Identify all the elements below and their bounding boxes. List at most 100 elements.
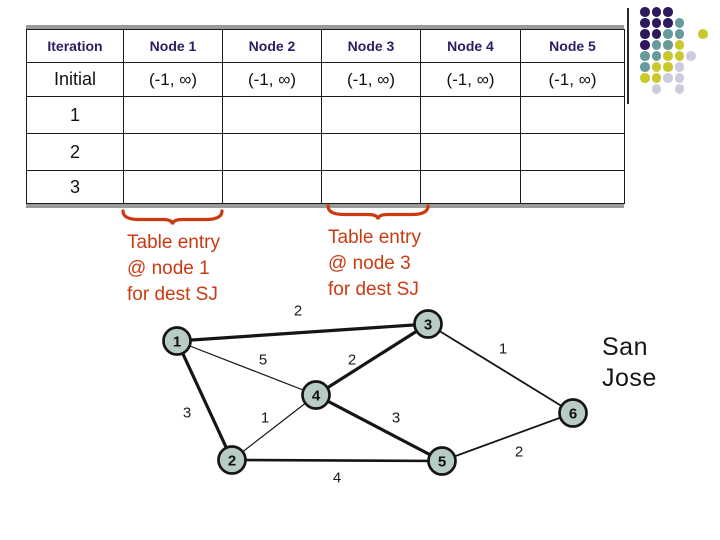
graph-node-4 — [301, 380, 331, 410]
row-label: 2 — [26, 133, 124, 171]
edge-weight-label: 2 — [294, 303, 302, 320]
column-header-node-3: Node 3 — [321, 29, 421, 63]
graph-edge-2-4 — [231, 394, 317, 461]
table-cell — [222, 170, 322, 204]
column-header-node-2: Node 2 — [222, 29, 322, 63]
deco-dot — [663, 7, 673, 17]
deco-dot — [640, 7, 650, 17]
edge-weight-label: 1 — [499, 341, 507, 358]
graph-node-3 — [413, 309, 443, 339]
callout-line: Table entry — [127, 232, 220, 253]
deco-dot — [651, 84, 662, 94]
node-label: 3 — [424, 317, 432, 334]
deco-dot — [674, 18, 685, 28]
node-label: 4 — [312, 388, 321, 405]
table-cell: (-1, ∞) — [222, 62, 322, 97]
callout-node1: Table entry @ node 1 for dest SJ — [127, 230, 220, 308]
edge-weight-label: 5 — [259, 352, 267, 369]
deco-dot — [698, 29, 708, 39]
graph-edge-1-4 — [176, 340, 317, 396]
deco-dot — [663, 29, 673, 39]
deco-dot — [663, 18, 673, 28]
table-cell: (-1, ∞) — [520, 62, 625, 97]
deco-dot — [640, 18, 650, 28]
graph-edge-2-5 — [231, 458, 443, 463]
table-cell — [520, 96, 625, 134]
callout-node3: Table entry @ node 3 for dest SJ — [328, 225, 421, 303]
deco-dot — [640, 51, 650, 61]
deco-dot — [663, 62, 673, 72]
table-row: 2 — [26, 133, 625, 171]
edge-weight-label: 4 — [333, 470, 341, 487]
deco-dot — [674, 40, 685, 50]
deco-dot — [640, 40, 650, 50]
table-cell — [123, 170, 223, 204]
curly-brace-node3-icon — [326, 204, 430, 220]
edge-weight-label: 3 — [183, 405, 191, 422]
callout-line: for dest SJ — [127, 284, 218, 305]
table-top-shadow — [26, 25, 624, 29]
deco-dot — [651, 73, 662, 83]
graph-node-2 — [217, 445, 247, 475]
template-accent-line — [627, 8, 629, 104]
deco-dot — [674, 51, 685, 61]
deco-dot — [651, 51, 662, 61]
callout-line: @ node 3 — [328, 253, 411, 274]
table-bottom-shadow — [26, 204, 624, 208]
node-label: 1 — [173, 334, 181, 351]
edge-weight-label: 1 — [261, 410, 269, 427]
deco-dot — [651, 18, 662, 28]
graph-edge-5-6 — [441, 412, 574, 462]
node-label: 5 — [438, 454, 446, 471]
callout-line: for dest SJ — [328, 279, 419, 300]
graph-node-6 — [558, 398, 588, 428]
table-cell: (-1, ∞) — [123, 62, 223, 97]
graph-edge-4-5 — [315, 393, 443, 463]
table-cell — [420, 170, 521, 204]
deco-dot — [674, 29, 685, 39]
edge-weight-label: 3 — [392, 410, 400, 427]
table-row: 3 — [26, 170, 625, 204]
graph-edge-1-2 — [175, 340, 234, 461]
graph-node-5 — [427, 446, 457, 476]
graph-edge-3-6 — [427, 323, 574, 414]
deco-dot — [686, 51, 696, 61]
callout-line: @ node 1 — [127, 258, 210, 279]
table-row: 1 — [26, 96, 625, 134]
graph-edge-3-4 — [315, 322, 429, 397]
column-header-node-4: Node 4 — [420, 29, 521, 63]
edge-weight-label: 2 — [348, 352, 356, 369]
graph-edge-1-3 — [176, 322, 429, 343]
graph-node-1 — [162, 326, 192, 356]
deco-dot — [663, 40, 673, 50]
deco-dot — [651, 40, 662, 50]
deco-dot — [674, 73, 685, 83]
deco-dot — [640, 29, 650, 39]
node-label: 2 — [228, 453, 236, 470]
table-row: Initial(-1, ∞)(-1, ∞)(-1, ∞)(-1, ∞)(-1, … — [26, 62, 625, 97]
table-cell — [222, 96, 322, 134]
column-header-node-1: Node 1 — [123, 29, 223, 63]
deco-dot — [651, 62, 662, 72]
deco-dot — [651, 7, 662, 17]
template-dot-pattern — [640, 7, 715, 105]
table-cell: (-1, ∞) — [321, 62, 421, 97]
row-label: 3 — [26, 170, 124, 204]
deco-dot — [640, 73, 650, 83]
deco-dot — [674, 62, 685, 72]
table-cell — [123, 96, 223, 134]
deco-dot — [651, 29, 662, 39]
column-header-iteration: Iteration — [26, 29, 124, 63]
table-cell — [520, 170, 625, 204]
table-cell — [321, 170, 421, 204]
deco-dot — [663, 51, 673, 61]
column-header-node-5: Node 5 — [520, 29, 625, 63]
row-label: Initial — [26, 62, 124, 97]
deco-dot — [674, 84, 685, 94]
callout-line: Table entry — [328, 227, 421, 248]
node-label: 6 — [569, 406, 577, 423]
